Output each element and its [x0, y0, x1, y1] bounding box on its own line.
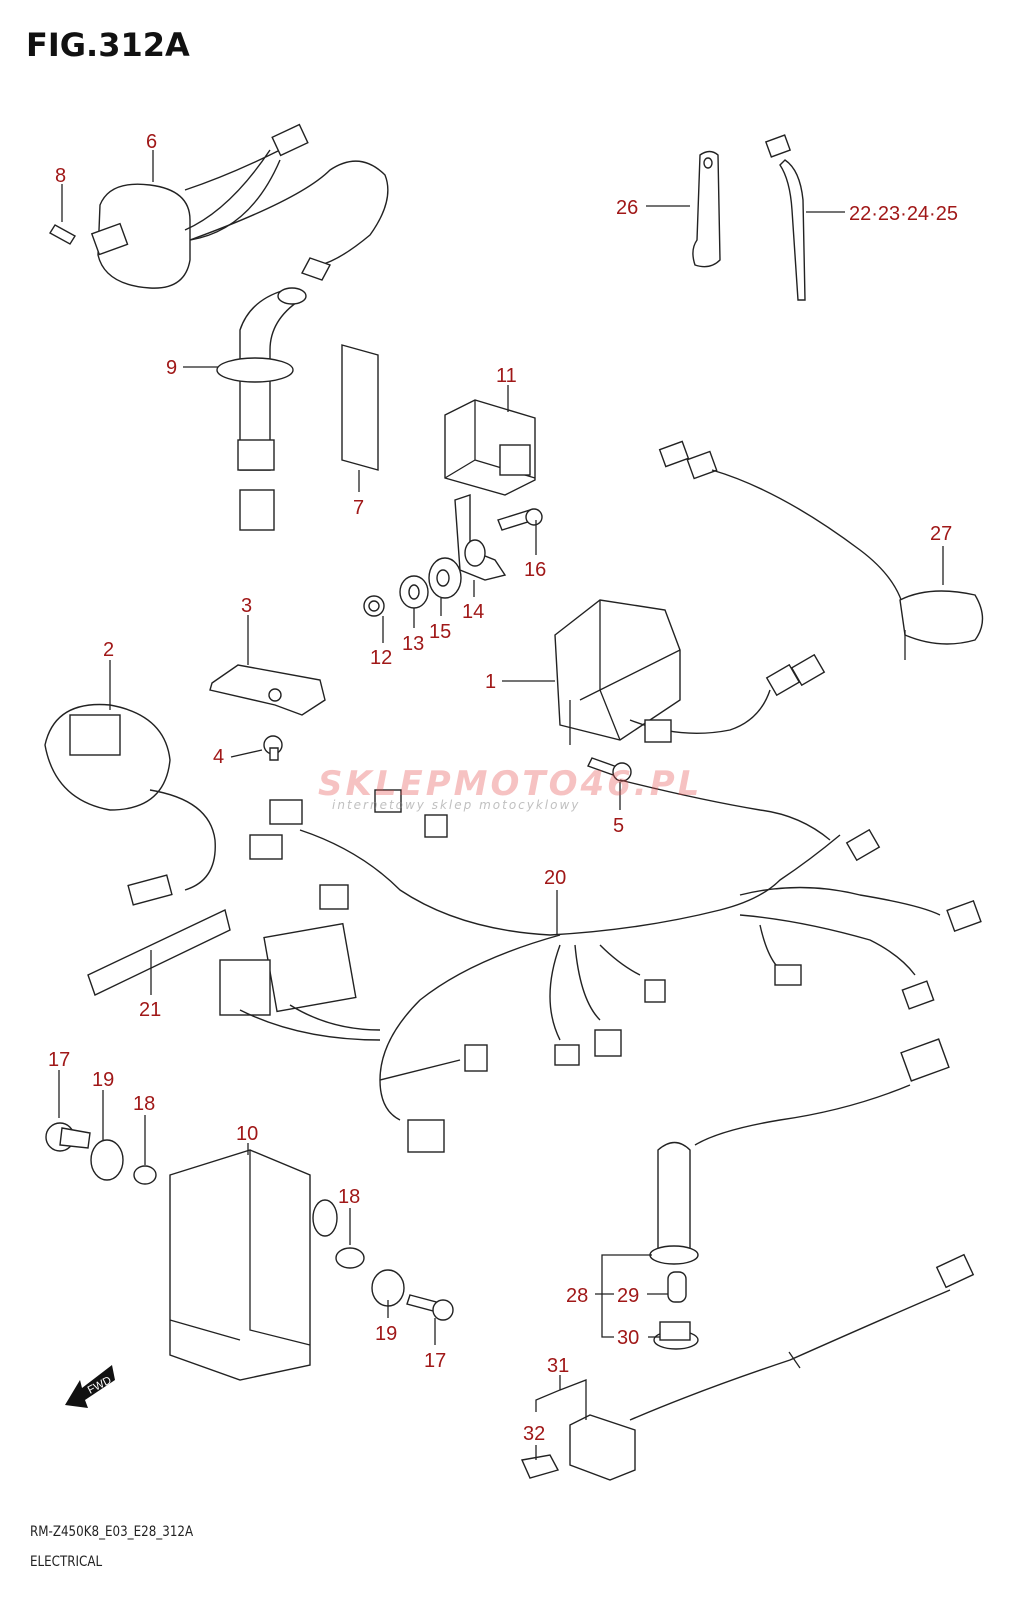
callout-12: 12: [370, 647, 392, 669]
part-18-collar-left[interactable]: [133, 1165, 157, 1185]
part-14-bracket[interactable]: [454, 494, 507, 581]
callout-20: 20: [544, 867, 566, 889]
footer-section-name: ELECTRICAL: [30, 1554, 103, 1570]
fwd-arrow: FWD: [65, 1365, 115, 1408]
watermark-main: SKLEPMOTO46.PL: [318, 764, 703, 804]
callout-28: 28: [566, 1285, 588, 1307]
callout-17-left: 17: [48, 1049, 70, 1071]
part-19-grommet-left[interactable]: [90, 1139, 124, 1181]
part-2-condenser[interactable]: [44, 703, 216, 906]
footer-diagram-code: RM-Z450K8_E03_E28_312A: [30, 1524, 194, 1540]
part-18-collar[interactable]: [335, 1247, 365, 1269]
part-12-nut[interactable]: [363, 595, 385, 617]
part-31-fuse-holder[interactable]: [569, 1253, 975, 1481]
callout-18-left: 18: [133, 1093, 155, 1115]
part-17-bolt[interactable]: [406, 1294, 454, 1321]
callout-8: 8: [55, 165, 66, 187]
callout-9: 9: [166, 357, 177, 379]
part-28-cap-assembly[interactable]: [649, 1141, 699, 1265]
part-9-plug-cap[interactable]: [216, 287, 307, 531]
part-15-grommet[interactable]: [428, 557, 462, 599]
part-32-fuse[interactable]: [520, 1454, 560, 1479]
part-27-sensor[interactable]: [658, 440, 984, 660]
callout-3: 3: [241, 595, 252, 617]
part-29-bulb[interactable]: [667, 1271, 687, 1303]
callout-18-right: 18: [338, 1186, 360, 1208]
part-17-bolt-left[interactable]: [45, 1122, 91, 1152]
callout-17-right: 17: [424, 1350, 446, 1372]
part-4-bolt[interactable]: [263, 735, 283, 761]
part-30-socket[interactable]: [653, 1321, 699, 1350]
callout-13: 13: [402, 633, 424, 655]
callout-2: 2: [103, 639, 114, 661]
callout-19-left: 19: [92, 1069, 114, 1091]
part-5-bolt[interactable]: [587, 757, 632, 782]
watermark-sub: internetowy sklep motocyklowy: [332, 798, 581, 812]
callout-32: 32: [523, 1423, 545, 1445]
callout-11: 11: [496, 365, 517, 387]
callout-15: 15: [429, 621, 451, 643]
part-7-pad[interactable]: [341, 344, 379, 471]
part-16-bolt[interactable]: [497, 508, 543, 531]
callout-26: 26: [616, 197, 638, 219]
part-1-regulator[interactable]: [554, 599, 826, 741]
callout-22-25: 22·23·24·25: [849, 203, 958, 225]
watermark: SKLEPMOTO46.PL internetowy sklep motocyk…: [318, 764, 702, 812]
callout-30: 30: [617, 1327, 639, 1349]
part-26-clamp[interactable]: [692, 150, 721, 268]
callout-1: 1: [485, 671, 496, 693]
part-22-25-cable-tie[interactable]: [764, 134, 806, 301]
leader-lines: [58, 150, 944, 1460]
callout-16: 16: [524, 559, 546, 581]
part-21-tape[interactable]: [87, 909, 231, 996]
fwd-label: FWD: [86, 1374, 114, 1396]
callout-19-right: 19: [375, 1323, 397, 1345]
part-13-washer[interactable]: [399, 575, 429, 609]
callout-7: 7: [353, 497, 364, 519]
part-3-plate[interactable]: [209, 664, 326, 716]
figure-title: FIG.312A: [26, 26, 190, 64]
callout-5: 5: [613, 815, 624, 837]
callout-14: 14: [462, 601, 484, 623]
callout-27: 27: [930, 523, 952, 545]
callout-4: 4: [213, 746, 224, 768]
callout-10: 10: [236, 1123, 258, 1145]
part-10-ecm[interactable]: [169, 1149, 338, 1381]
callout-31: 31: [547, 1355, 569, 1377]
part-8-bolt[interactable]: [49, 224, 76, 245]
part-6-ignition-coil[interactable]: [90, 123, 389, 289]
part-11-relay[interactable]: [444, 399, 536, 496]
part-20-wiring-harness[interactable]: [219, 719, 982, 1153]
callout-21: 21: [139, 999, 161, 1021]
callout-labels: 6 8 9 7 11 16 14 15 13 12 3 1 2 4 5 20 2…: [48, 131, 958, 1445]
callout-6: 6: [146, 131, 157, 153]
callout-29: 29: [617, 1285, 639, 1307]
